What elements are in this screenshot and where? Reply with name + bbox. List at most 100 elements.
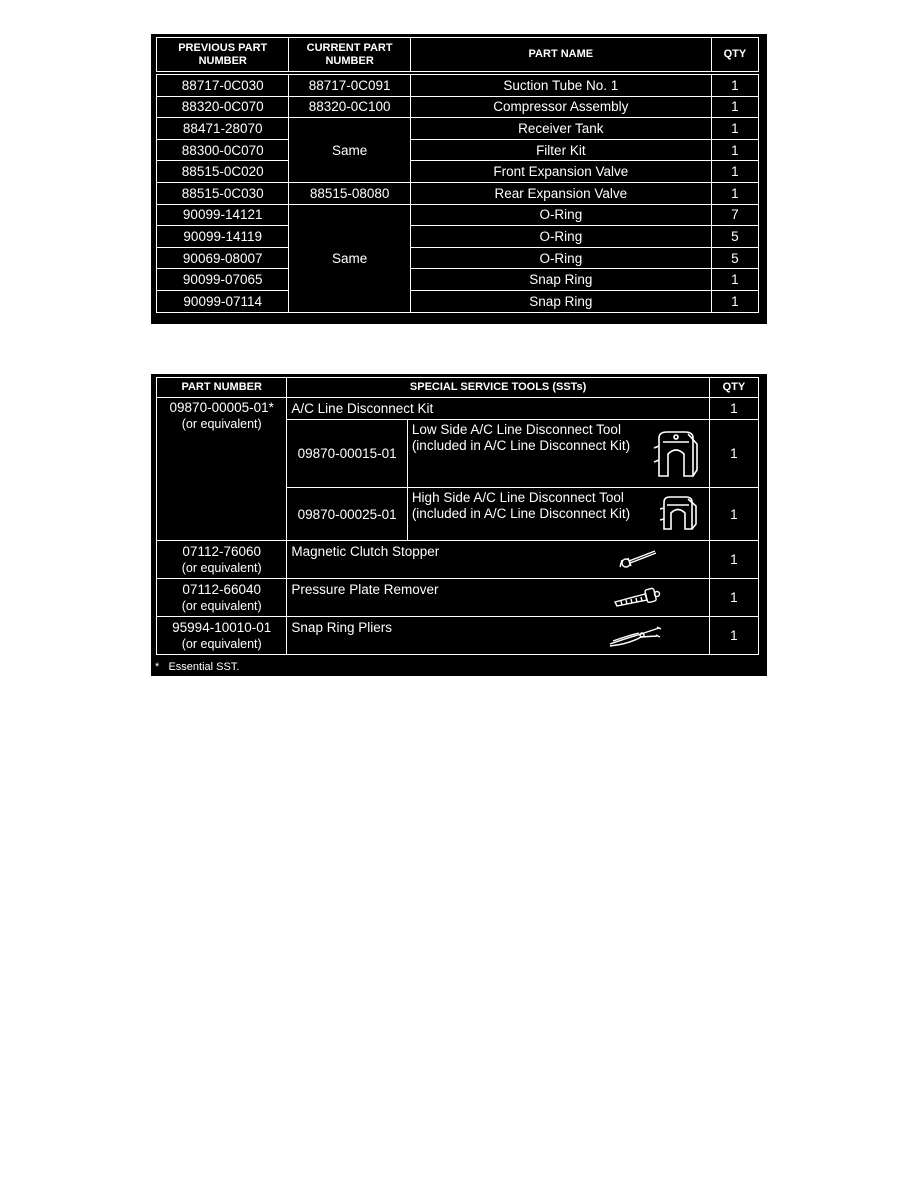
header-qty: QTY <box>710 37 760 72</box>
previous-part-number: 88471-28070 <box>155 117 290 140</box>
subtool-qty: 1 <box>708 487 760 541</box>
tool-part-number: 07112-66040 <box>182 581 261 597</box>
subtool-name-cell: High Side A/C Line Disconnect Tool (incl… <box>406 487 710 541</box>
qty: 5 <box>710 246 760 270</box>
tool-part-note: (or equivalent) <box>181 636 262 651</box>
high-side-disconnect-tool-icon <box>659 496 697 530</box>
header-previous-part-number: PREVIOUS PART NUMBER <box>155 37 290 72</box>
subtool-qty: 1 <box>708 419 760 488</box>
tool-part-note: (or equivalent) <box>181 560 262 575</box>
footnote: * Essential SST. <box>155 661 240 673</box>
part-name: O-Ring <box>409 203 712 227</box>
part-name: Suction Tube No. 1 <box>409 74 712 97</box>
table-row: 88515-0C020 Front Expansion Valve 1 <box>155 160 760 183</box>
previous-part-number: 88515-0C020 <box>155 160 290 183</box>
tool-qty: 1 <box>708 616 760 655</box>
kit-part-number: 09870-00005-01* <box>169 400 274 415</box>
header-special-service-tools: SPECIAL SERVICE TOOLS (SSTs) <box>286 377 710 398</box>
subtool-name: High Side A/C Line Disconnect Tool <box>411 490 624 505</box>
table-row: 95994-10010-01 (or equivalent) Snap Ring… <box>155 616 760 655</box>
table-row: 07112-76060 (or equivalent) Magnetic Clu… <box>155 540 760 579</box>
current-part-number: Same <box>288 117 411 183</box>
sst-table: PART NUMBER SPECIAL SERVICE TOOLS (SSTs)… <box>155 377 760 655</box>
qty: 1 <box>710 268 760 291</box>
header-part-number: PART NUMBER <box>155 377 288 398</box>
sst-table-panel: PART NUMBER SPECIAL SERVICE TOOLS (SSTs)… <box>151 374 767 676</box>
tool-part-cell: 07112-66040 (or equivalent) <box>155 578 288 617</box>
table-row: 90099-14121 Same O-Ring 7 <box>155 203 760 313</box>
part-name: Rear Expansion Valve <box>409 181 712 205</box>
table-row: 88320-0C070 88320-0C100 Compressor Assem… <box>155 95 760 119</box>
current-part-number: 88717-0C091 <box>288 74 411 97</box>
previous-part-number: 90099-14119 <box>155 225 290 248</box>
table-row: 88300-0C070 Filter Kit 1 <box>155 138 760 162</box>
previous-part-number: 90069-08007 <box>155 246 290 270</box>
tool-name: Pressure Plate Remover <box>291 582 439 597</box>
parts-table-panel: PREVIOUS PART NUMBER CURRENT PART NUMBER… <box>151 34 767 324</box>
table-row: 88471-28070 Same Receiver Tank 1 <box>155 117 760 183</box>
qty: 5 <box>710 225 760 248</box>
tool-name-cell: Snap Ring Pliers <box>286 616 710 655</box>
tool-name: Snap Ring Pliers <box>291 620 392 635</box>
table-row: 90099-14119 O-Ring 5 <box>155 225 760 248</box>
tool-name: Magnetic Clutch Stopper <box>291 544 440 559</box>
tool-qty: 1 <box>708 540 760 579</box>
kit-name: A/C Line Disconnect Kit <box>286 397 710 420</box>
table-row: 88515-0C030 88515-08080 Rear Expansion V… <box>155 181 760 205</box>
part-name: Snap Ring <box>409 268 712 291</box>
table-row: 09870-00025-01 High Side A/C Line Discon… <box>157 487 760 541</box>
subtool-name: Low Side A/C Line Disconnect Tool <box>411 422 621 437</box>
table-row: 90099-07114 Snap Ring 1 <box>155 289 760 313</box>
kit-part-note: (or equivalent) <box>181 417 262 431</box>
subtool-note: (included in A/C Line Disconnect Kit) <box>411 506 631 521</box>
subtool-part-number: 09870-00025-01 <box>286 487 408 541</box>
parts-table: PREVIOUS PART NUMBER CURRENT PART NUMBER… <box>155 37 760 313</box>
subtool-note: (included in A/C Line Disconnect Kit) <box>411 438 631 453</box>
tool-name-cell: Magnetic Clutch Stopper <box>286 540 710 579</box>
header-part-name: PART NAME <box>409 37 712 72</box>
table-row: 90099-07065 Snap Ring 1 <box>155 268 760 291</box>
tool-part-note: (or equivalent) <box>181 598 262 613</box>
part-name: Snap Ring <box>409 289 712 313</box>
subtool-part-number: 09870-00015-01 <box>286 419 408 488</box>
clutch-stopper-icon <box>619 550 657 568</box>
qty: 1 <box>710 160 760 183</box>
previous-part-number: 90099-07065 <box>155 268 290 291</box>
kit-qty: 1 <box>708 397 760 420</box>
qty: 1 <box>710 138 760 162</box>
table-row: 09870-00005-01* (or equivalent) A/C Line… <box>155 397 760 541</box>
part-name: Receiver Tank <box>409 117 712 140</box>
current-part-number: 88515-08080 <box>288 181 411 205</box>
previous-part-number: 88320-0C070 <box>155 95 290 119</box>
previous-part-number: 90099-14121 <box>155 203 290 227</box>
tool-qty: 1 <box>708 578 760 617</box>
part-name: O-Ring <box>409 225 712 248</box>
previous-part-number: 88515-0C030 <box>155 181 290 205</box>
qty: 7 <box>710 203 760 227</box>
previous-part-number: 88300-0C070 <box>155 138 290 162</box>
tool-part-cell: 95994-10010-01 (or equivalent) <box>155 616 288 655</box>
previous-part-number: 90099-07114 <box>155 289 290 313</box>
part-name: Front Expansion Valve <box>409 160 712 183</box>
kit-part-cell: 09870-00005-01* (or equivalent) <box>155 397 288 541</box>
header-qty: QTY <box>708 377 760 398</box>
subtool-name-cell: Low Side A/C Line Disconnect Tool (inclu… <box>406 419 710 488</box>
table-row: 88717-0C030 88717-0C091 Suction Tube No.… <box>155 74 760 97</box>
tool-part-cell: 07112-76060 (or equivalent) <box>155 540 288 579</box>
table-row: 07112-66040 (or equivalent) Pressure Pla… <box>155 578 760 617</box>
tool-part-number: 07112-76060 <box>182 543 261 559</box>
part-name: Filter Kit <box>409 138 712 162</box>
current-part-number: 88320-0C100 <box>288 95 411 119</box>
part-name: Compressor Assembly <box>409 95 712 119</box>
header-current-part-number: CURRENT PART NUMBER <box>288 37 411 72</box>
table-row: 09870-00015-01 Low Side A/C Line Disconn… <box>157 419 760 488</box>
previous-part-number: 88717-0C030 <box>155 74 290 97</box>
qty: 1 <box>710 117 760 140</box>
qty: 1 <box>710 95 760 119</box>
qty: 1 <box>710 74 760 97</box>
tool-name-cell: Pressure Plate Remover <box>286 578 710 617</box>
low-side-disconnect-tool-icon <box>653 431 698 477</box>
current-part-number: Same <box>288 203 411 313</box>
plate-remover-icon <box>613 587 661 607</box>
part-name: O-Ring <box>409 246 712 270</box>
